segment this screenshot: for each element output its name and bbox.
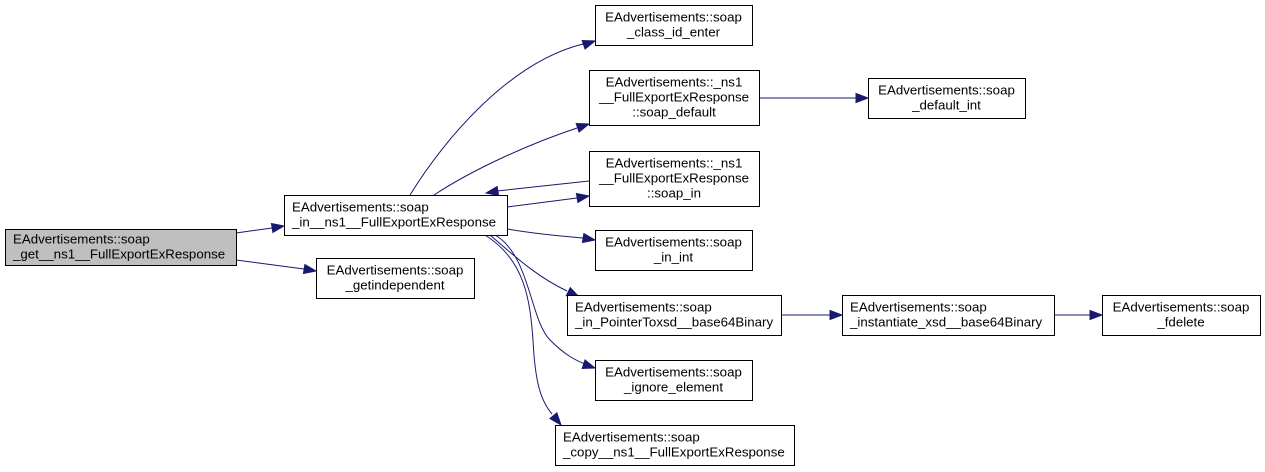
edge-soap_in_ns1-to-copy — [484, 234, 562, 427]
edge-line — [433, 127, 578, 196]
arrowhead-icon — [484, 185, 500, 197]
node-label-line: _fdelete — [1156, 315, 1204, 330]
node-box[interactable] — [589, 151, 760, 207]
node-box[interactable] — [868, 78, 1026, 119]
edge-line — [506, 197, 578, 208]
node-getindependent[interactable]: EAdvertisements::soap_getindependent — [316, 258, 475, 299]
node-fdelete[interactable]: EAdvertisements::soap_fdelete — [1102, 295, 1261, 336]
edge-soap_in_ns1-to-in_pointer — [489, 234, 581, 298]
node-box[interactable] — [595, 5, 753, 46]
node-ns1-soap-default[interactable]: EAdvertisements::_ns1__FullExportExRespo… — [589, 70, 760, 126]
arrowhead-icon — [829, 309, 844, 321]
node-label-line: _in__ns1__FullExportExResponse — [291, 215, 496, 230]
edge-instantiate-to-fdelete — [1054, 309, 1104, 321]
node-box[interactable] — [284, 195, 508, 236]
arrowhead-icon — [581, 39, 597, 50]
node-label-line: __FullExportExResponse — [598, 90, 749, 105]
node-class-id-enter[interactable]: EAdvertisements::soap_class_id_enter — [595, 5, 753, 46]
node-label-line: _class_id_enter — [626, 25, 721, 40]
node-label-line: EAdvertisements::soap — [605, 10, 742, 25]
edge-line — [494, 234, 586, 365]
arrowhead-icon — [575, 122, 591, 133]
node-label-line: ::soap_in — [647, 186, 701, 201]
node-box[interactable] — [555, 425, 795, 466]
node-label-line: EAdvertisements::soap — [327, 263, 464, 278]
node-label-line: EAdvertisements::soap — [605, 365, 742, 380]
edge-line — [484, 234, 553, 415]
arrowhead-icon — [302, 263, 318, 275]
edge-root-to-getindependent — [235, 259, 318, 275]
node-label-line: _copy__ns1__FullExportExResponse — [562, 445, 785, 460]
node-default-int[interactable]: EAdvertisements::soap_default_int — [868, 78, 1026, 119]
node-label-line: EAdvertisements::soap — [878, 83, 1015, 98]
edge-soap_in_ns1-to-ns1_soap_default — [433, 122, 591, 196]
edge-ns1_soap_in-to-soap_in_ns1 — [484, 180, 590, 197]
node-in-pointer[interactable]: EAdvertisements::soap_in_PointerToxsd__b… — [567, 295, 782, 336]
edge-line — [235, 227, 273, 234]
node-box[interactable] — [316, 258, 475, 299]
edge-line — [235, 259, 305, 270]
node-label-line: EAdvertisements::soap — [1113, 300, 1250, 315]
arrowhead-icon — [581, 232, 597, 244]
edge-soap_in_ns1-to-ignore_element — [494, 234, 597, 370]
arrowhead-icon — [575, 192, 591, 204]
edge-in_pointer-to-instantiate — [781, 309, 844, 321]
edge-soap_in_ns1-to-ns1_soap_in — [506, 192, 591, 208]
root-node-box[interactable] — [5, 229, 237, 266]
edge-root-to-soap_in_ns1 — [235, 222, 286, 234]
edge-soap_in_ns1-to-class_id_enter — [409, 39, 597, 196]
arrowhead-icon — [855, 92, 870, 104]
node-label-line: EAdvertisements::soap — [850, 300, 987, 315]
edges-layer — [235, 39, 1104, 427]
node-ignore-element[interactable]: EAdvertisements::soap_ignore_element — [595, 360, 753, 401]
edge-line — [506, 228, 584, 239]
node-label-line: _getindependent — [344, 278, 444, 293]
node-label-line: EAdvertisements::soap — [13, 232, 150, 247]
node-label-line: _get__ns1__FullExportExResponse — [12, 247, 225, 262]
node-label-line: _in_PointerToxsd__base64Binary — [574, 315, 773, 330]
node-label-line: ::soap_default — [632, 105, 716, 120]
arrowhead-icon — [549, 412, 562, 427]
arrowhead-icon — [581, 359, 597, 370]
node-label-line: EAdvertisements::soap — [563, 430, 700, 445]
arrowhead-icon — [270, 222, 286, 234]
node-ns1-soap-in[interactable]: EAdvertisements::_ns1__FullExportExRespo… — [589, 151, 760, 207]
node-label-line: EAdvertisements::_ns1 — [606, 75, 743, 90]
node-box[interactable] — [595, 230, 753, 271]
node-label-line: _instantiate_xsd__base64Binary — [849, 315, 1043, 330]
node-box[interactable] — [1102, 295, 1261, 336]
node-label-line: __FullExportExResponse — [598, 171, 749, 186]
edge-ns1_soap_default-to-default_int — [759, 92, 870, 104]
node-label-line: EAdvertisements::soap — [605, 235, 742, 250]
node-copy[interactable]: EAdvertisements::soap_copy__ns1__FullExp… — [555, 425, 795, 466]
node-in-int[interactable]: EAdvertisements::soap_in_int — [595, 230, 753, 271]
node-instantiate[interactable]: EAdvertisements::soap_instantiate_xsd__b… — [842, 295, 1055, 336]
edge-line — [409, 43, 584, 196]
node-box[interactable] — [595, 360, 753, 401]
edge-line — [496, 180, 590, 192]
edge-line — [489, 234, 568, 292]
node-root[interactable]: EAdvertisements::soap_get__ns1__FullExpo… — [5, 229, 237, 266]
edge-soap_in_ns1-to-in_int — [506, 228, 597, 244]
arrowhead-icon — [1089, 309, 1104, 321]
node-label-line: _in_int — [653, 250, 693, 265]
nodes-layer: EAdvertisements::soap_get__ns1__FullExpo… — [5, 5, 1261, 466]
node-box[interactable] — [567, 295, 782, 336]
node-label-line: EAdvertisements::soap — [292, 200, 429, 215]
node-box[interactable] — [842, 295, 1055, 336]
node-label-line: _default_int — [911, 98, 981, 113]
node-label-line: _ignore_element — [623, 380, 723, 395]
node-label-line: EAdvertisements::_ns1 — [606, 156, 743, 171]
node-label-line: EAdvertisements::soap — [575, 300, 712, 315]
node-soap-in-ns1[interactable]: EAdvertisements::soap_in__ns1__FullExpor… — [284, 195, 508, 236]
node-box[interactable] — [589, 70, 760, 126]
